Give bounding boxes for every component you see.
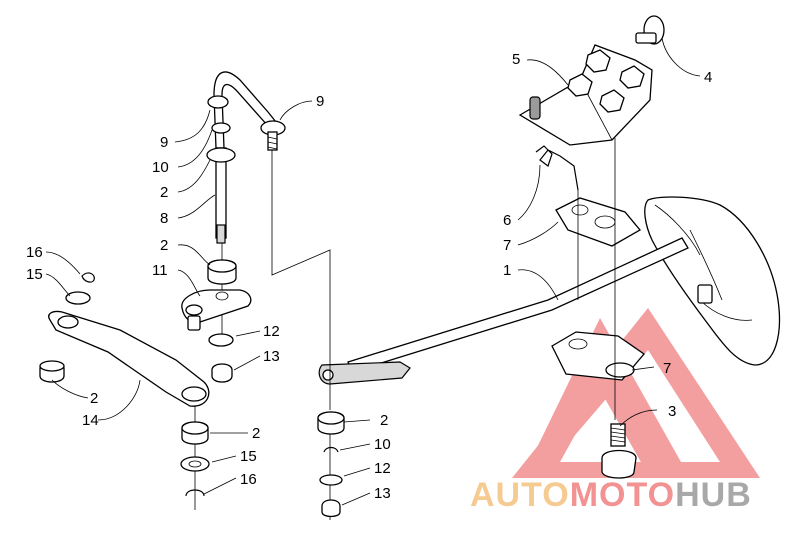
callout-2-lower-mid: 2	[380, 412, 388, 429]
callout-12-upper: 12	[263, 323, 280, 340]
watermark-auto: AUTO	[470, 476, 570, 514]
linkage-rod	[206, 71, 286, 244]
callout-5: 5	[512, 51, 520, 68]
lever-arm	[39, 272, 210, 407]
watermark-text: AUTOMOTOHUB	[470, 476, 752, 514]
callout-9-right: 9	[316, 93, 324, 110]
callout-16-upper: 16	[26, 244, 43, 261]
callout-1: 1	[503, 262, 511, 279]
callout-10-lower: 10	[374, 436, 391, 453]
pivot-bracket	[518, 15, 665, 146]
center-link	[181, 259, 252, 383]
callout-3: 3	[668, 403, 676, 420]
return-spring	[535, 145, 579, 191]
upper-bushing	[555, 197, 641, 247]
callout-2-bushing: 2	[160, 237, 168, 254]
lower-middle-stack	[317, 411, 345, 518]
watermark-hub: HUB	[675, 476, 752, 514]
watermark-moto: MOTO	[570, 476, 675, 514]
callout-11: 11	[152, 262, 168, 279]
callout-13-upper: 13	[263, 348, 280, 365]
leader-lines	[45, 37, 701, 506]
callout-14: 14	[82, 412, 99, 429]
callout-16-lower: 16	[240, 471, 257, 488]
callout-12-lower: 12	[374, 460, 391, 477]
callout-2-left: 2	[90, 390, 98, 407]
callout-4: 4	[704, 69, 712, 86]
callout-15-upper: 15	[26, 266, 43, 283]
callout-8: 8	[160, 210, 168, 227]
callout-6: 6	[503, 212, 511, 229]
callout-7-lower: 7	[663, 360, 671, 377]
callout-2-rod: 2	[160, 184, 168, 201]
pivot-bolt	[601, 423, 637, 479]
callout-7-upper: 7	[503, 237, 511, 254]
watermark-logo	[512, 308, 760, 478]
callout-9-left: 9	[160, 134, 168, 151]
throttle-rod	[318, 237, 689, 385]
callout-2-lower-left: 2	[252, 425, 260, 442]
lower-left-stack	[180, 421, 210, 497]
svg-text:AUTOMOTOHUB: AUTOMOTOHUB	[470, 476, 752, 514]
callout-10-upper: 10	[152, 159, 169, 176]
callout-13-lower: 13	[374, 485, 391, 502]
callouts: 4 5 6 7 1 7 3 9 9 10 2 8 2 11 12 13 16 1…	[26, 51, 712, 502]
callout-15-lower: 15	[240, 448, 257, 465]
